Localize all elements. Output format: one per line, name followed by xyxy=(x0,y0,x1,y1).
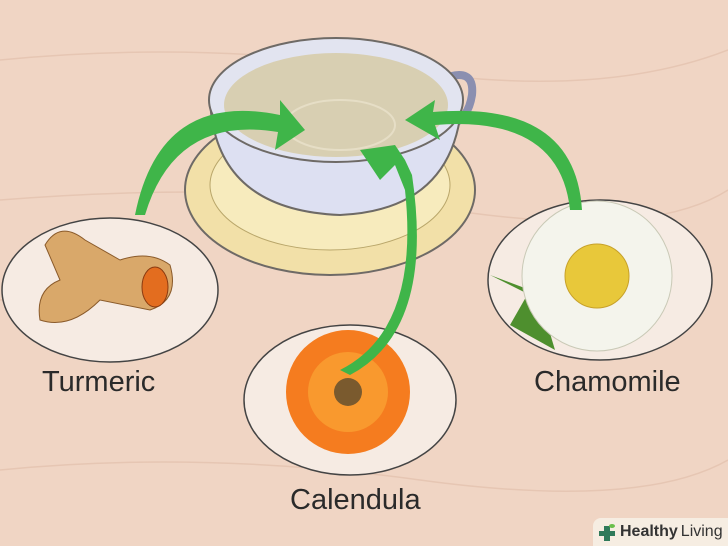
arrows xyxy=(135,100,582,375)
cross-leaf-icon xyxy=(599,524,615,541)
arrow-turmeric xyxy=(135,100,305,215)
calendula-plate xyxy=(243,324,457,476)
healthy-living-badge: Healthy Living xyxy=(593,518,728,546)
turmeric-label: Turmeric xyxy=(42,366,156,398)
chamomile-label: Chamomile xyxy=(534,366,681,398)
chamomile-plate xyxy=(487,199,713,361)
arrow-chamomile xyxy=(405,100,582,210)
turmeric-plate xyxy=(1,217,219,363)
brand-regular: Living xyxy=(680,523,723,540)
arrow-calendula xyxy=(340,145,417,375)
teacup-on-saucer xyxy=(184,37,477,276)
brand-bold: Healthy xyxy=(620,523,678,540)
calendula-label: Calendula xyxy=(290,484,421,516)
